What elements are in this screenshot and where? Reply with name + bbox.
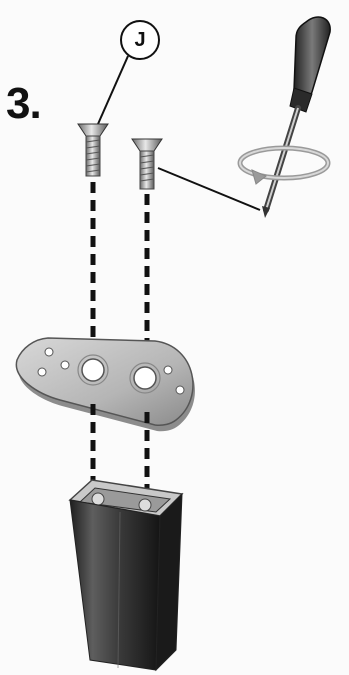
alignment-guide-lines-upper — [93, 182, 147, 348]
callout-leader-line — [98, 56, 128, 124]
part-callout-label: J — [134, 30, 145, 50]
screwdriver-icon — [262, 17, 330, 218]
screw-j-left — [78, 124, 108, 176]
screw-right — [132, 139, 162, 189]
tool-leader-line — [158, 168, 260, 210]
part-callout-circle: J — [120, 20, 160, 60]
step-number: 3. — [6, 82, 41, 126]
mounting-plate — [16, 338, 195, 431]
post — [70, 480, 182, 670]
